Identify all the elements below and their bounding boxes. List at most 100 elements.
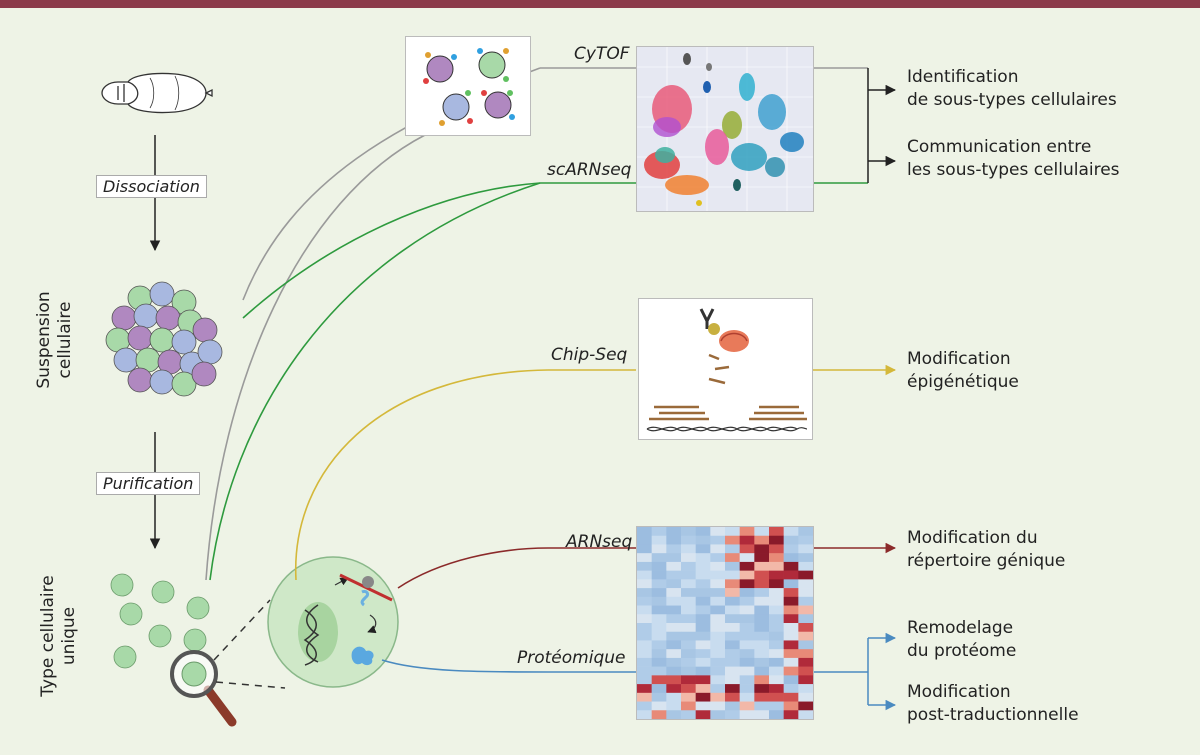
heatmap-cell [710, 649, 726, 659]
heatmap-cell [725, 640, 740, 650]
heatmap-cell [769, 553, 784, 563]
heatmap-cell [725, 596, 740, 606]
heatmap-cell [695, 710, 711, 720]
heatmap-cell [725, 666, 740, 676]
heatmap-cell [695, 544, 711, 554]
heatmap-cell [754, 649, 770, 659]
heatmap-cell [769, 684, 784, 694]
heatmap-cell [798, 614, 814, 624]
heatmap-cell [798, 553, 814, 563]
heatmap-cell [798, 579, 814, 589]
heatmap-cell [725, 701, 740, 711]
heatmap-cell [798, 649, 814, 659]
heatmap-cell [783, 535, 799, 545]
heatmap-cell [739, 596, 755, 606]
heatmap-cell [666, 570, 682, 580]
single-cell-type-cells [110, 573, 210, 669]
heatmap-cell [725, 553, 740, 563]
chipseq-label: Chip-Seq [551, 345, 628, 365]
heatmap-cell [681, 631, 696, 641]
heatmap-cell [725, 579, 740, 589]
arnseq-curve [397, 547, 636, 589]
heatmap-cell [783, 544, 799, 554]
heatmap-cell [798, 675, 814, 685]
heatmap-cell [666, 605, 682, 615]
heatmap-cell [651, 692, 667, 702]
heatmap-cell [783, 570, 799, 580]
heatmap-cell [769, 588, 784, 598]
arnseq-label: ARNseq [566, 532, 633, 552]
heatmap-cell [637, 657, 652, 667]
proteomique-outcome-connectors [812, 632, 897, 711]
magnifier-icon [170, 650, 237, 727]
heatmap-cell [651, 544, 667, 554]
heatmap-cell [681, 535, 696, 545]
heatmap-cell [710, 675, 726, 685]
heatmap-cell [798, 692, 814, 702]
heatmap-cell [666, 596, 682, 606]
heatmap-cell [666, 675, 682, 685]
heatmap-cell [725, 710, 740, 720]
heatmap-cell [681, 614, 696, 624]
heatmap-cell [681, 675, 696, 685]
zoom-line-bottom [215, 681, 286, 689]
expression-heatmap [637, 527, 814, 720]
heatmap-cell [666, 553, 682, 563]
heatmap-panel [636, 526, 814, 720]
heatmap-cell [681, 657, 696, 667]
heatmap-cell [710, 553, 726, 563]
heatmap-cell [769, 692, 784, 702]
heatmap-cell [651, 675, 667, 685]
heatmap-cell [710, 684, 726, 694]
heatmap-cell [681, 596, 696, 606]
heatmap-cell [637, 640, 652, 650]
heatmap-cell [710, 692, 726, 702]
heatmap-cell [754, 596, 770, 606]
heatmap-cell [783, 666, 799, 676]
heatmap-cell [681, 684, 696, 694]
heatmap-cell [681, 666, 696, 676]
heatmap-cell [769, 649, 784, 659]
heatmap-cell [637, 553, 652, 563]
heatmap-cell [651, 614, 667, 624]
heatmap-cell [798, 570, 814, 580]
heatmap-cell [783, 623, 799, 633]
heatmap-cell [798, 666, 814, 676]
tsne-clusters [637, 47, 813, 211]
zoomed-cell [267, 556, 399, 688]
heatmap-cell [651, 649, 667, 659]
heatmap-cell [695, 701, 711, 711]
heatmap-cell [637, 535, 652, 545]
heatmap-cell [637, 631, 652, 641]
heatmap-cell [710, 596, 726, 606]
heatmap-cell [783, 614, 799, 624]
heatmap-cell [695, 657, 711, 667]
scarnseq-curve-2 [209, 182, 541, 581]
heatmap-cell [725, 675, 740, 685]
heatmap-cell [666, 579, 682, 589]
heatmap-cell [754, 561, 770, 571]
cytof-cells-panel [405, 36, 531, 136]
heatmap-cell [681, 579, 696, 589]
heatmap-cell [769, 710, 784, 720]
heatmap-cell [783, 684, 799, 694]
heatmap-cell [651, 657, 667, 667]
heatmap-cell [725, 588, 740, 598]
heatmap-cell [681, 692, 696, 702]
heatmap-cell [695, 553, 711, 563]
heatmap-cell [695, 684, 711, 694]
heatmap-cell [769, 527, 784, 537]
heatmap-cell [637, 623, 652, 633]
heatmap-cell [798, 710, 814, 720]
heatmap-cell [681, 649, 696, 659]
heatmap-cell [769, 701, 784, 711]
heatmap-cell [725, 570, 740, 580]
heatmap-cell [783, 579, 799, 589]
heatmap-cell [725, 614, 740, 624]
heatmap-cell [754, 588, 770, 598]
heatmap-cell [695, 692, 711, 702]
heatmap-cell [739, 684, 755, 694]
heatmap-cell [666, 588, 682, 598]
